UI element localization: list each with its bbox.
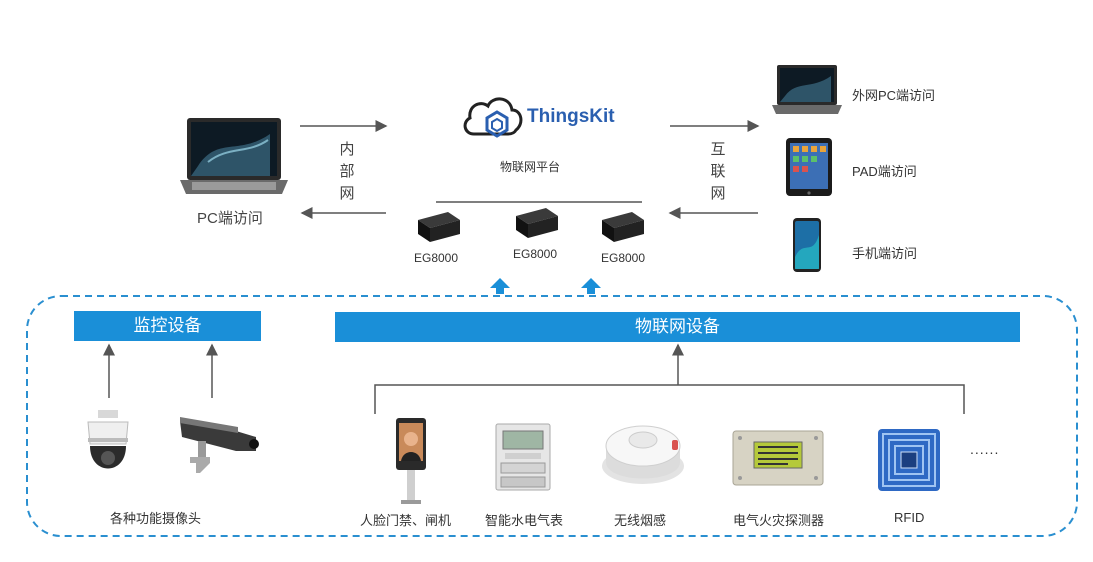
internet-label: 互联网 (708, 139, 728, 205)
pad-label: PAD端访问 (852, 164, 917, 179)
phone-label: 手机端访问 (852, 246, 918, 261)
gateway-1-label: EG8000 (414, 251, 459, 265)
vertical-char: 网 (339, 185, 355, 202)
rfid-tag (877, 428, 941, 497)
face-gate-label: 人脸门禁、闸机 (360, 513, 452, 528)
platform-subtitle: 物联网平台 (500, 160, 561, 174)
gateway-icon (418, 212, 460, 242)
rfid-label: RFID (894, 510, 925, 525)
blue-up-arrow-2 (581, 278, 601, 294)
fire-detector-icon (732, 430, 824, 486)
laptop-pc (178, 116, 290, 205)
vertical-char: 互 (710, 141, 726, 158)
monitor-section-title: 监控设备 (74, 311, 261, 341)
intranet-label: 内部网 (337, 139, 357, 205)
dome-camera (82, 408, 134, 485)
more-devices: ...... (970, 441, 1000, 457)
tablet (785, 137, 833, 202)
vertical-char: 部 (339, 163, 355, 180)
phone-icon (793, 218, 821, 272)
smart-meter (495, 423, 551, 500)
laptop-icon (772, 65, 842, 114)
camera-label: 各种功能摄像头 (110, 511, 202, 526)
bullet-camera (176, 407, 260, 482)
gateway-icon (516, 208, 558, 238)
rfid-icon (878, 429, 940, 491)
phone (792, 217, 822, 278)
devices-dashed-frame (26, 295, 1078, 537)
smart-meter-label: 智能水电气表 (485, 513, 564, 528)
face-gate-icon (396, 418, 426, 504)
external-laptop (771, 64, 843, 123)
pc-access-label: PC端访问 (197, 210, 263, 227)
gateway-3 (596, 210, 646, 249)
laptop-icon (180, 118, 288, 194)
smoke-detector (600, 418, 686, 493)
face-gate (393, 417, 429, 512)
gateway-3-label: EG8000 (601, 251, 646, 265)
platform-logo (462, 94, 524, 143)
fire-detector (732, 430, 824, 491)
brand-name: ThingsKit (527, 106, 615, 127)
dome-camera-icon (87, 410, 129, 469)
external-pc-label: 外网PC端访问 (852, 88, 936, 103)
vertical-char: 网 (710, 185, 726, 202)
blue-up-arrow-1 (490, 278, 510, 294)
iot-section-title: 物联网设备 (335, 312, 1020, 342)
gateway-icon (602, 212, 644, 242)
bullet-camera-icon (180, 417, 259, 473)
smoke-detector-icon (602, 425, 684, 484)
smoke-detector-label: 无线烟感 (614, 513, 667, 528)
gateway-1 (412, 210, 462, 249)
gateway-2 (510, 206, 560, 245)
cloud-icon (463, 97, 523, 138)
smart-meter-icon (495, 423, 551, 491)
vertical-char: 联 (710, 163, 726, 180)
iot-bracket (374, 384, 965, 414)
gateway-2-label: EG8000 (513, 247, 558, 261)
tablet-icon (786, 138, 832, 196)
fire-detector-label: 电气火灾探测器 (733, 513, 825, 528)
vertical-char: 内 (339, 141, 355, 158)
